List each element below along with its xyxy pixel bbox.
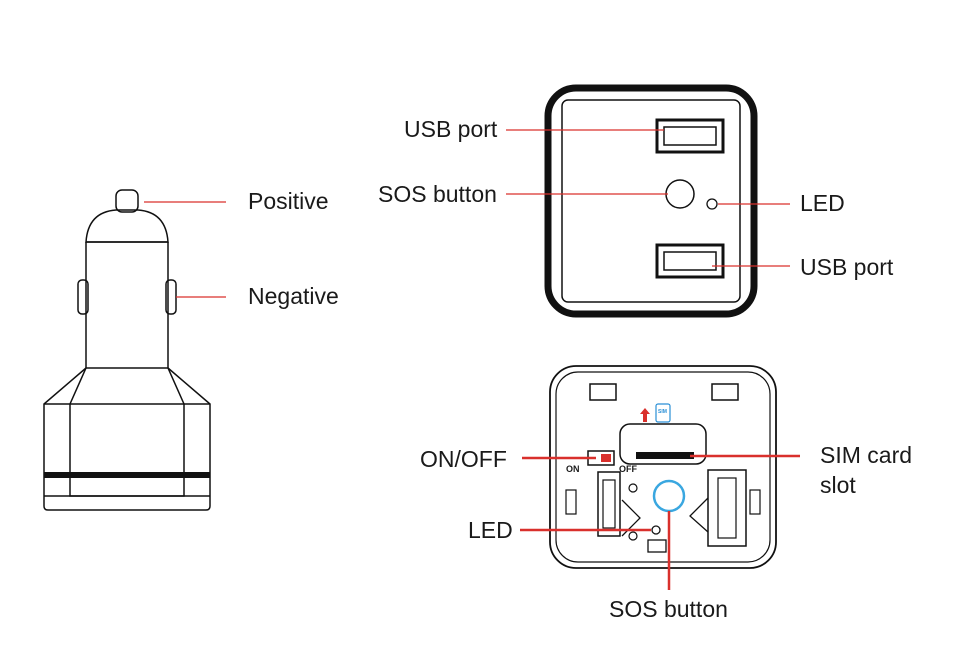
- label-switch-off: OFF: [619, 464, 637, 474]
- label-sim-card-slot-line1: SIM card: [820, 442, 913, 468]
- label-usb-port-right: USB port: [800, 254, 894, 280]
- sim-slot: [636, 452, 694, 459]
- label-sos-button-top: SOS button: [378, 181, 497, 207]
- sos-button-back: [652, 479, 686, 513]
- plug-band: [44, 472, 210, 478]
- usb-port-back-left: [597, 471, 621, 537]
- negative-spring-left: [77, 279, 89, 315]
- clip-tab-left: [589, 383, 617, 401]
- back-frame: [549, 365, 777, 569]
- usb-port-top-view-2: [655, 243, 725, 279]
- front-frame: [544, 84, 758, 318]
- label-sim-card-slot-line2: slot: [820, 472, 856, 498]
- usb-port-back-right: [707, 469, 747, 547]
- front-face: [561, 99, 741, 303]
- plug-barrel: [85, 242, 169, 369]
- sim-card-icon: [655, 403, 671, 423]
- label-positive: Positive: [248, 188, 329, 214]
- car-charger-plug: [43, 189, 211, 511]
- led-dot-top: [706, 198, 718, 210]
- leader-lines: [144, 129, 800, 590]
- insert-arrow-icon: [640, 408, 650, 422]
- positive-tip: [115, 189, 139, 213]
- usb-port-top-view-1: [655, 118, 725, 154]
- plug-nose: [85, 209, 169, 243]
- label-on-off: ON/OFF: [420, 446, 507, 472]
- switch-knob: [601, 454, 611, 462]
- led-dot-back: [651, 525, 661, 535]
- label-switch-on: ON: [566, 464, 580, 474]
- plug-body: [43, 367, 211, 511]
- label-usb-port-top: USB port: [404, 116, 498, 142]
- label-sos-button-bottom: SOS button: [609, 596, 728, 622]
- label-led-bottom: LED: [468, 517, 513, 543]
- charger-back-view: [549, 365, 777, 569]
- label-negative: Negative: [248, 283, 339, 309]
- sos-button-circle: [665, 179, 695, 209]
- clip-tab-right: [711, 383, 739, 401]
- label-sim-icon: SIM: [658, 409, 667, 415]
- charger-front-view: [544, 84, 758, 318]
- sim-slot-housing: [619, 423, 707, 465]
- label-led-top: LED: [800, 190, 845, 216]
